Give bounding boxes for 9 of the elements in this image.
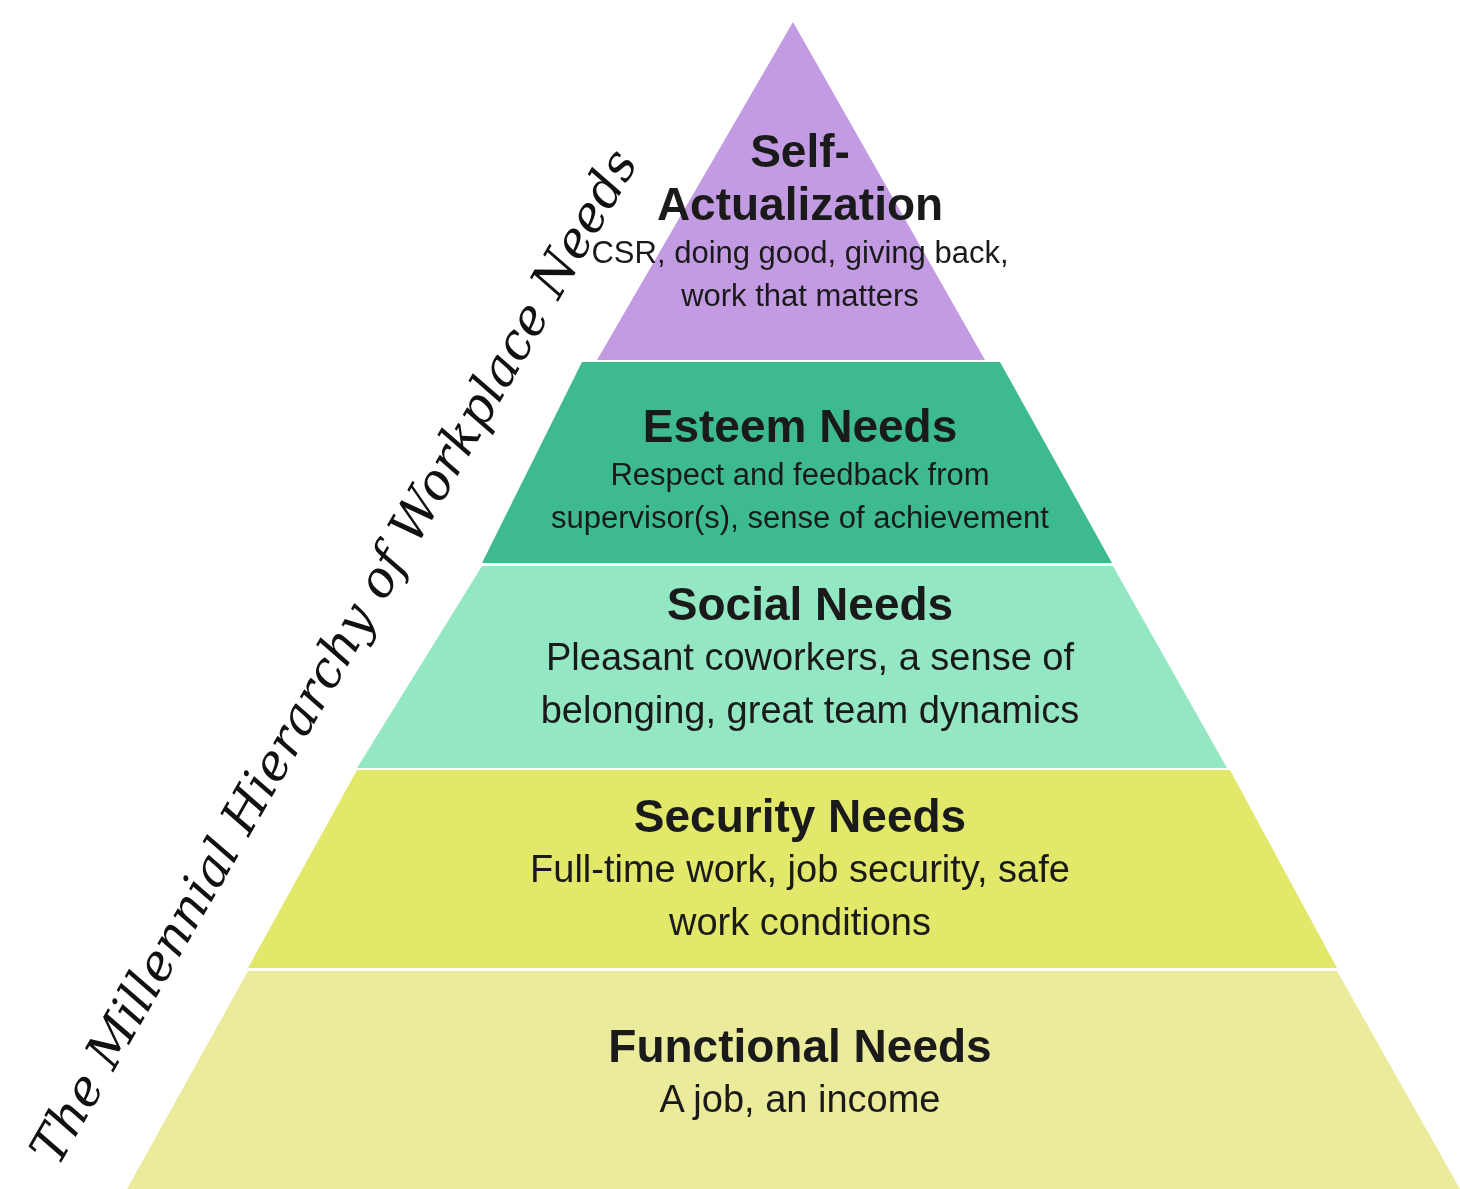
- tier-heading: Esteem Needs: [641, 400, 959, 453]
- tier-heading: Functional Needs: [607, 1020, 993, 1073]
- tier-heading: Social Needs: [665, 578, 955, 631]
- tier-description: A job, an income: [658, 1076, 942, 1122]
- tier-description: Respect and feedback from supervisor(s), sense of achievement: [550, 455, 1050, 538]
- tier-description: Full-time work, job security, safe work conditions: [529, 846, 1071, 946]
- tier-description: Pleasant coworkers, a sense of belonging, great team dynamics: [539, 634, 1081, 734]
- tier-heading: Self-Actualization: [655, 125, 945, 231]
- tier-heading: Security Needs: [632, 790, 968, 843]
